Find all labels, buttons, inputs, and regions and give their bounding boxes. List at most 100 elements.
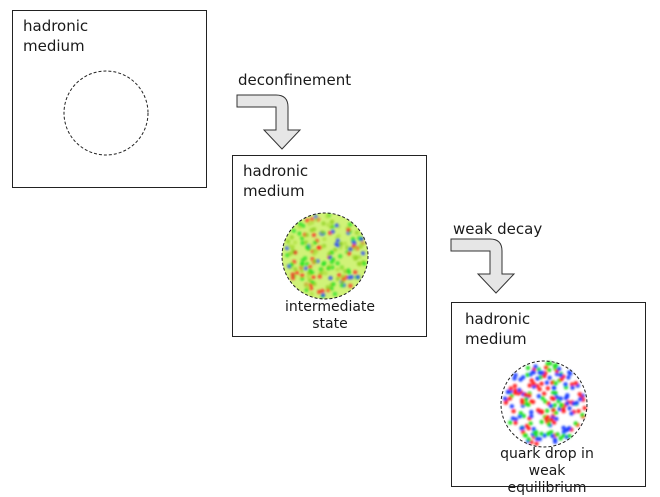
quark-dot <box>331 282 336 287</box>
quark-dot <box>541 391 547 396</box>
quark-dot <box>347 222 353 227</box>
quark-dot <box>323 271 328 276</box>
quark-dot <box>307 221 312 227</box>
quark-dot <box>337 273 342 278</box>
quark-dot <box>347 275 352 280</box>
quark-dot <box>546 422 552 427</box>
quark-dot <box>573 381 579 386</box>
quark-dot <box>322 260 327 266</box>
quark-dot <box>567 426 572 431</box>
quark-dot <box>529 439 534 445</box>
quark-dot <box>512 376 517 381</box>
quark-dot <box>301 223 306 228</box>
quark-dot <box>571 401 576 406</box>
quark-dot <box>303 240 309 245</box>
final-caption-line2: weak equilibrium <box>507 463 587 496</box>
quark-dot <box>545 386 551 391</box>
quark-dot <box>548 403 553 409</box>
quark-dot <box>360 242 365 247</box>
quark-dot <box>309 291 314 297</box>
quark-dot <box>289 262 294 267</box>
quark-dot <box>561 425 566 430</box>
quark-dot <box>354 230 360 235</box>
quark-dot <box>304 232 310 238</box>
quark-dot <box>520 400 525 405</box>
quark-dot <box>338 245 343 250</box>
quark-dot <box>529 409 534 415</box>
panel-initial-label-line1: hadronic <box>23 17 89 35</box>
quark-dot <box>539 381 544 386</box>
final-caption-line1: quark drop in <box>500 446 594 462</box>
quark-dot <box>525 372 530 378</box>
quark-dot <box>310 270 315 275</box>
quark-dot <box>300 276 305 281</box>
quark-dot <box>325 214 330 219</box>
quark-dot <box>348 283 353 288</box>
quark-dot <box>552 437 558 442</box>
quark-dot <box>335 238 340 243</box>
quark-dot <box>558 396 563 401</box>
panel-intermediate-label-line2: medium <box>243 182 305 200</box>
quark-dot <box>304 261 310 267</box>
quark-dot <box>357 261 362 267</box>
quark-dot <box>335 276 341 282</box>
quark-dot <box>546 431 552 436</box>
quark-dot <box>303 283 309 288</box>
quark-dot <box>580 412 585 418</box>
quark-dot <box>554 371 560 377</box>
quark-dot <box>534 436 540 442</box>
quark-dot <box>531 381 536 386</box>
quark-dot <box>526 426 531 431</box>
quark-dot <box>320 288 325 294</box>
quark-dot <box>527 393 532 398</box>
panel-intermediate: hadronic medium intermediate state <box>232 155 427 337</box>
quark-dot <box>353 270 358 275</box>
quark-dot <box>544 408 550 413</box>
quark-dot <box>518 411 523 416</box>
panel-final-label-line1: hadronic <box>465 310 531 328</box>
quark-dot <box>582 405 587 411</box>
quark-dot <box>347 251 352 256</box>
quark-dot <box>290 275 296 281</box>
quark-dot <box>519 426 524 431</box>
quark-dot <box>507 396 513 401</box>
quark-dot <box>535 383 540 389</box>
quark-dot <box>517 387 522 393</box>
quark-dot <box>558 373 564 378</box>
quark-dot <box>320 292 326 298</box>
quark-dot <box>305 218 310 223</box>
quark-dot <box>329 219 335 225</box>
quark-dot <box>566 375 571 380</box>
quark-dot <box>302 256 308 261</box>
quark-dot <box>321 221 326 226</box>
quark-dot <box>322 236 327 242</box>
quark-dot <box>528 421 533 426</box>
quark-dot <box>561 433 566 438</box>
quark-dot <box>576 409 581 414</box>
quark-dot <box>547 375 552 380</box>
quark-dot <box>334 223 339 228</box>
quark-dot <box>325 285 330 290</box>
quark-dot <box>360 251 366 256</box>
quark-dot <box>553 381 558 386</box>
panel-initial-label-line2: medium <box>23 37 85 55</box>
quark-dot <box>342 241 348 246</box>
quark-dot <box>330 229 335 234</box>
quark-dot <box>333 247 338 252</box>
quark-dot <box>362 261 367 266</box>
quark-dot <box>287 243 292 249</box>
quark-dot <box>340 265 345 271</box>
quark-dot <box>525 365 531 371</box>
quark-dot <box>294 270 300 275</box>
quark-dot <box>316 289 322 295</box>
quark-dot <box>553 363 559 368</box>
quark-dot <box>559 402 564 408</box>
panel-final: hadronic medium quark drop in weak equil… <box>451 302 646 496</box>
quark-dot <box>523 392 528 397</box>
deconfinement-label: deconfinement <box>238 71 352 89</box>
quark-dot <box>508 420 513 425</box>
quark-dot <box>334 242 339 247</box>
quark-dot <box>355 274 361 280</box>
quark-dot <box>578 397 583 402</box>
quark-dot <box>317 245 322 250</box>
